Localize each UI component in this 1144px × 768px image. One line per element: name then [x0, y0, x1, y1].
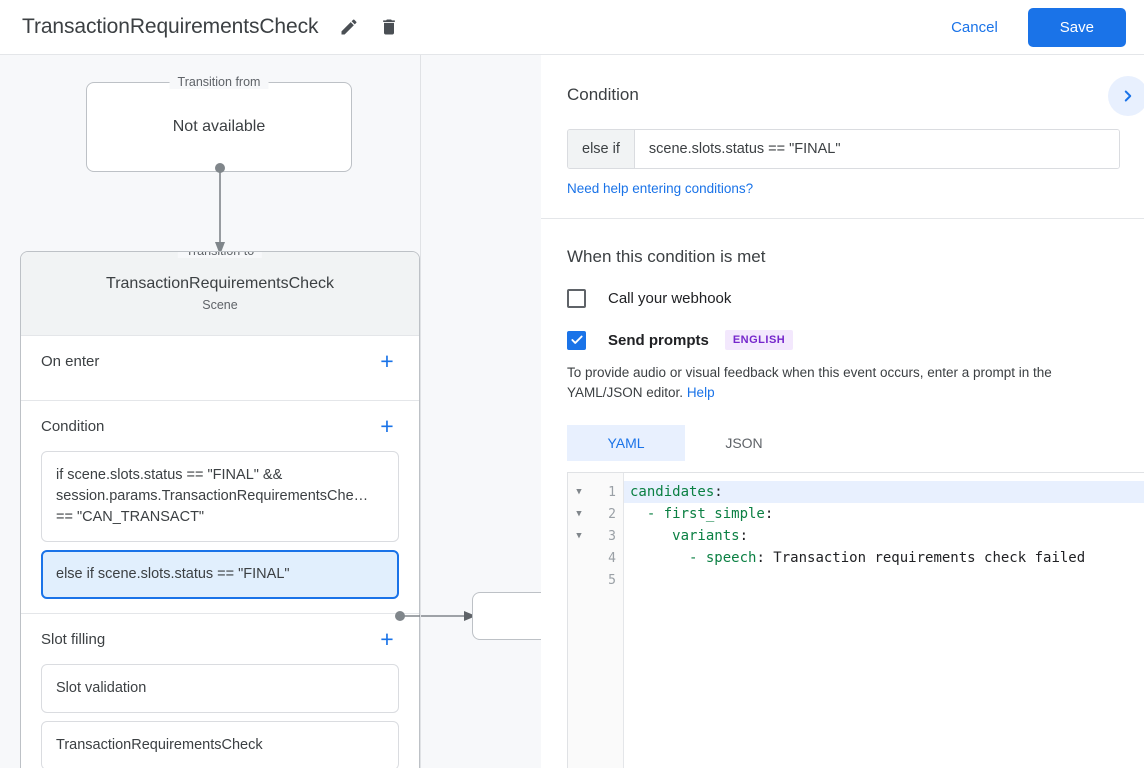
gutter-line: ▼1	[568, 481, 623, 503]
line-number: 1	[608, 484, 616, 500]
cancel-button[interactable]: Cancel	[937, 10, 1012, 45]
gutter-line: ▼3	[568, 525, 623, 547]
section-title: On enter	[41, 352, 100, 370]
trash-icon[interactable]	[372, 10, 406, 44]
condition-section-title: Condition	[567, 85, 639, 104]
slot-card-slot-validation[interactable]: Slot validation	[41, 664, 399, 713]
details-panel: Condition else if Need help entering con…	[541, 55, 1144, 768]
code-value: :	[714, 484, 723, 500]
app-header: TransactionRequirementsCheck Cancel Save	[0, 0, 1144, 55]
editor-code-area[interactable]: candidates: - first_simple: variants: - …	[624, 473, 1144, 768]
gutter-line: 4	[568, 547, 623, 569]
section-header: On enter +	[41, 336, 399, 386]
condition-card-else-if[interactable]: else if scene.slots.status == "FINAL"	[41, 550, 399, 599]
code-key: variants	[630, 528, 740, 544]
add-condition-button[interactable]: +	[380, 412, 394, 439]
transition-from-node[interactable]: Transition from Not available	[86, 75, 352, 172]
code-line[interactable]: - speech: Transaction requirements check…	[624, 547, 1144, 569]
scene-name: TransactionRequirementsCheck	[106, 275, 334, 292]
fold-triangle-icon[interactable]: ▼	[576, 531, 582, 541]
slot-card-transaction-requirements-check[interactable]: TransactionRequirementsCheck	[41, 721, 399, 768]
code-line[interactable]: - first_simple:	[624, 503, 1144, 525]
save-button[interactable]: Save	[1027, 7, 1126, 47]
code-value: : Transaction requirements check failed	[756, 550, 1086, 566]
condition-help-link[interactable]: Need help entering conditions?	[567, 181, 754, 196]
section-condition: Condition + if scene.slots.status == "FI…	[21, 401, 419, 614]
line-number: 2	[608, 506, 616, 522]
when-condition-met-section: When this condition is met Call your web…	[541, 219, 1144, 487]
connector-down-arrow	[215, 163, 225, 255]
flow-canvas[interactable]: Transition from Not available Transition…	[0, 55, 541, 768]
code-value: :	[764, 506, 774, 522]
language-badge: ENGLISH	[724, 330, 794, 350]
transition-from-value: Not available	[172, 118, 266, 135]
code-value: :	[739, 528, 749, 544]
code-key: - speech	[630, 550, 757, 566]
target-node-partial[interactable]	[472, 592, 541, 640]
transition-to-legend: Transition to	[177, 252, 263, 258]
line-number: 4	[608, 550, 616, 566]
pencil-icon[interactable]	[332, 10, 366, 44]
section-on-enter: On enter +	[21, 336, 419, 401]
scene-header: TransactionRequirementsCheck Scene	[21, 252, 419, 336]
line-number: 5	[608, 572, 616, 588]
when-met-title: When this condition is met	[567, 247, 766, 266]
section-header: Condition +	[41, 401, 399, 451]
call-webhook-label: Call your webhook	[608, 290, 732, 307]
send-prompts-checkbox[interactable]	[567, 330, 586, 350]
transition-to-node[interactable]: Transition to TransactionRequirementsChe…	[20, 251, 420, 768]
condition-input-row[interactable]: else if	[567, 129, 1120, 169]
section-title: Slot filling	[41, 630, 106, 648]
send-prompts-description: To provide audio or visual feedback when…	[567, 363, 1119, 403]
add-on-enter-button[interactable]: +	[380, 347, 394, 374]
condition-card-if[interactable]: if scene.slots.status == "FINAL" && sess…	[41, 451, 399, 542]
condition-expression-input[interactable]	[634, 130, 1119, 168]
section-slot-filling: Slot filling + Slot validation Transacti…	[21, 614, 419, 768]
code-line[interactable]: variants:	[624, 525, 1144, 547]
code-key: candidates	[630, 484, 715, 500]
gutter-line: 5	[568, 569, 623, 591]
code-line[interactable]: candidates:	[624, 481, 1144, 503]
canvas-inner-divider	[420, 55, 421, 768]
page-title: TransactionRequirementsCheck	[22, 15, 319, 38]
description-text: To provide audio or visual feedback when…	[567, 365, 1052, 400]
send-prompts-label: Send prompts	[608, 331, 709, 349]
send-prompts-row[interactable]: Send prompts ENGLISH	[567, 330, 1120, 350]
chevron-right-icon[interactable]	[1108, 76, 1144, 116]
help-link[interactable]: Help	[686, 385, 715, 400]
fold-triangle-icon[interactable]: ▼	[576, 509, 582, 519]
code-key: - first_simple	[630, 506, 765, 522]
gutter-line: ▼2	[568, 503, 623, 525]
header-actions: Cancel Save	[937, 7, 1126, 47]
fold-triangle-icon[interactable]: ▼	[576, 487, 582, 497]
section-title: Condition	[41, 417, 105, 435]
condition-operator-label: else if	[568, 130, 635, 168]
editor-format-tabs: YAML JSON	[567, 425, 1120, 461]
section-header: Slot filling +	[41, 614, 399, 664]
tab-yaml[interactable]: YAML	[567, 425, 685, 461]
call-webhook-checkbox[interactable]	[567, 289, 586, 308]
add-slot-filling-button[interactable]: +	[380, 625, 394, 652]
code-line[interactable]	[624, 569, 1144, 591]
tab-json[interactable]: JSON	[725, 435, 763, 451]
scene-type: Scene	[202, 298, 238, 312]
condition-section: Condition else if Need help entering con…	[541, 55, 1144, 219]
transition-from-legend: Transition from	[169, 75, 269, 89]
line-number: 3	[608, 528, 616, 544]
webhook-row[interactable]: Call your webhook	[567, 289, 1120, 308]
